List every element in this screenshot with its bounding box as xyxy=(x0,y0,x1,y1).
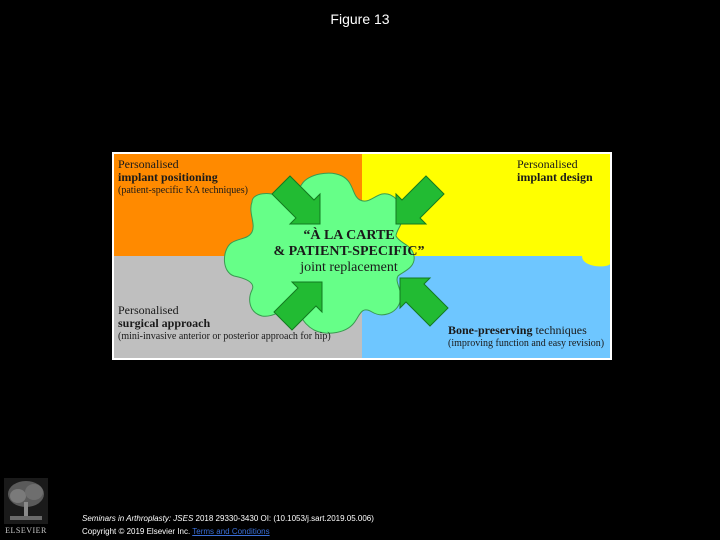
center-line3: joint replacement xyxy=(300,260,398,275)
top-left-line1: Personalised xyxy=(118,157,179,171)
top-right-line1: Personalised xyxy=(517,157,578,171)
top-left-line2: implant positioning xyxy=(118,170,218,184)
arrow-top-right xyxy=(395,175,445,225)
footer-citation: 2018 29330-3430 OI: (10.1053/j.sart.2019… xyxy=(193,514,374,523)
puzzle-graphic xyxy=(114,154,610,358)
top-left-label: Personalised implant positioning (patien… xyxy=(118,158,248,197)
footer: Seminars in Arthroplasty: JSES 2018 2933… xyxy=(82,512,374,538)
arrow-bottom-right xyxy=(399,277,449,327)
center-label: “À LA CARTE & PATIENT-SPECIFIC” joint re… xyxy=(224,228,474,276)
footer-copyright: Copyright © 2019 Elsevier Inc. xyxy=(82,527,191,536)
footer-journal: Seminars in Arthroplasty: JSES xyxy=(82,514,194,523)
bottom-right-label: Bone-preserving techniques (improving fu… xyxy=(448,324,604,350)
bottom-left-line2: surgical approach xyxy=(118,316,211,330)
elsevier-logo: ELSEVIER xyxy=(4,478,48,538)
bottom-left-line3: (mini-invasive anterior or posterior app… xyxy=(118,331,331,342)
footer-citation-line: Seminars in Arthroplasty: JSES 2018 2933… xyxy=(82,512,374,525)
bottom-right-line1: Bone-preserving techniques xyxy=(448,324,604,337)
puzzle-tab-right xyxy=(582,250,610,267)
bottom-right-line1-bold: Bone-preserving xyxy=(448,323,533,337)
arrow-top-left xyxy=(271,175,321,225)
top-right-line2: implant design xyxy=(517,170,593,184)
center-line1: “À LA CARTE xyxy=(303,228,395,243)
center-line2: & PATIENT-SPECIFIC” xyxy=(273,244,425,259)
figure-title: Figure 13 xyxy=(330,11,390,27)
top-right-label: Personalised implant design xyxy=(517,158,593,184)
quadrant-bottom-right xyxy=(362,256,610,358)
arrow-bottom-left xyxy=(273,281,323,331)
top-left-line3: (patient-specific KA techniques) xyxy=(118,185,248,196)
footer-copyright-line: Copyright © 2019 Elsevier Inc. Terms and… xyxy=(82,525,374,538)
puzzle-figure: Personalised implant positioning (patien… xyxy=(112,152,612,360)
bottom-right-line2: (improving function and easy revision) xyxy=(448,338,605,349)
elsevier-tree-icon xyxy=(4,478,48,524)
terms-link[interactable]: Terms and Conditions xyxy=(192,527,270,536)
bottom-right-line1-rest: techniques xyxy=(532,323,587,337)
bottom-left-line1: Personalised xyxy=(118,303,179,317)
elsevier-wordmark: ELSEVIER xyxy=(5,526,47,535)
bottom-left-label: Personalised surgical approach (mini-inv… xyxy=(118,304,331,343)
